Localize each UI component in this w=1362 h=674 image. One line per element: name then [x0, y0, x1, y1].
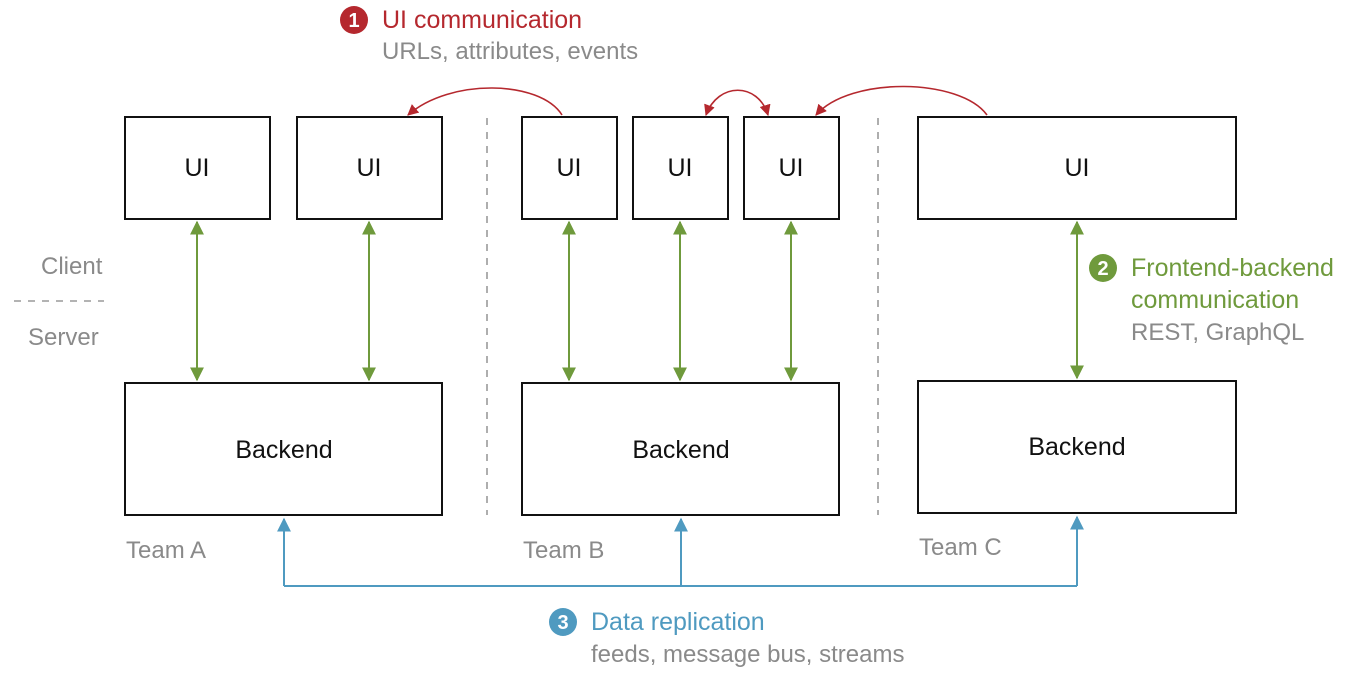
- team-b-ui-3: [743, 116, 840, 220]
- frontend-backend-title-line1: Frontend-backend: [1131, 254, 1334, 282]
- legend-data-replication: 3 Data replication feeds, message bus, s…: [549, 608, 904, 668]
- team-a-ui-2: [296, 116, 443, 220]
- team-c-backend: [917, 380, 1237, 514]
- badge-2-number: 2: [1097, 258, 1108, 280]
- badge-3-icon: [549, 608, 577, 636]
- team-a: UI UI Backend Team A: [124, 116, 443, 564]
- team-b-name: Team B: [523, 537, 604, 564]
- team-b-ui-2: [632, 116, 729, 220]
- team-c-backend-label: Backend: [1028, 433, 1125, 461]
- team-a-name: Team A: [126, 537, 206, 564]
- team-a-ui-1-label: UI: [185, 154, 210, 182]
- client-label: Client: [41, 253, 103, 280]
- team-b-ui-2-label: UI: [668, 154, 693, 182]
- data-replication-connections: [277, 515, 1084, 587]
- ui-communication-subtitle: URLs, attributes, events: [382, 38, 638, 65]
- ui-communication-arrow-b-to-a: [407, 87, 563, 116]
- data-replication-title: Data replication: [591, 608, 765, 636]
- ui-communication-title: UI communication: [382, 6, 582, 34]
- badge-3-number: 3: [557, 612, 568, 634]
- tier-labels: Client Server: [14, 253, 104, 351]
- frontend-backend-title-line2: communication: [1131, 286, 1299, 314]
- team-b-ui-1: [521, 116, 618, 220]
- team-c-ui: [917, 116, 1237, 220]
- team-b-ui-1-label: UI: [557, 154, 582, 182]
- badge-1-icon: [340, 6, 368, 34]
- team-b-backend-label: Backend: [632, 436, 729, 464]
- server-label: Server: [28, 324, 99, 351]
- team-c-name: Team C: [919, 534, 1002, 561]
- badge-1-number: 1: [348, 10, 359, 32]
- data-replication-subtitle: feeds, message bus, streams: [591, 641, 904, 668]
- team-b: UI UI UI Backend Team B: [521, 116, 840, 564]
- team-a-backend-label: Backend: [235, 436, 332, 464]
- badge-2-icon: [1089, 254, 1117, 282]
- team-a-ui-1: [124, 116, 271, 220]
- frontend-backend-subtitle: REST, GraphQL: [1131, 319, 1304, 346]
- team-c-ui-label: UI: [1065, 154, 1090, 182]
- team-b-ui-3-label: UI: [779, 154, 804, 182]
- ui-communication-arrow-c-to-b: [815, 85, 988, 116]
- team-a-backend: [124, 382, 443, 516]
- ui-communication-arrow-b2-b3: [704, 89, 771, 117]
- team-b-backend: [521, 382, 840, 516]
- legend-frontend-backend: 2 Frontend-backend communication REST, G…: [1089, 254, 1334, 346]
- team-a-ui-2-label: UI: [357, 154, 382, 182]
- legend-ui-communication: 1 UI communication URLs, attributes, eve…: [340, 6, 638, 65]
- team-c: UI Backend Team C: [917, 116, 1237, 561]
